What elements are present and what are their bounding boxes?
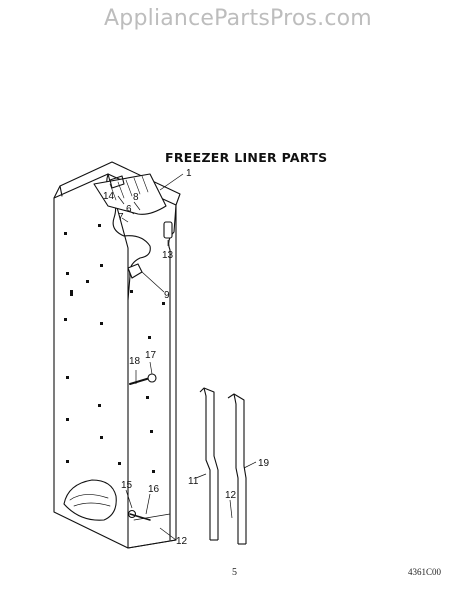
callout-7: 7 [118,212,124,223]
callout-12-rod: 12 [225,490,237,501]
callout-8: 8 [133,192,139,203]
page-number: 5 [232,567,237,578]
callout-6: 6 [126,204,132,215]
liner-top-rim [53,161,181,206]
liner-front-edge [168,204,177,541]
callout-19: 19 [258,458,270,469]
diagram-title: FREEZER LINER PARTS [165,150,328,165]
brace-rod-11 [199,387,219,541]
callout-1: 1 [186,168,192,179]
callout-16: 16 [148,484,160,495]
watermark: AppliancePartsPros.com [104,6,372,31]
duct-opening [63,479,117,521]
brace-rod-19 [227,393,247,545]
callout-15: 15 [121,480,133,491]
callout-14: 14 [103,191,115,202]
diagram-code: 4361C00 [408,567,442,577]
callout-12-bottom: 12 [176,536,188,547]
callout-11: 11 [188,476,199,487]
callout-18: 18 [129,356,141,367]
callout-13: 13 [162,250,174,261]
callout-9: 9 [164,290,170,301]
liner-side-face [53,173,129,549]
callout-17: 17 [145,350,157,361]
